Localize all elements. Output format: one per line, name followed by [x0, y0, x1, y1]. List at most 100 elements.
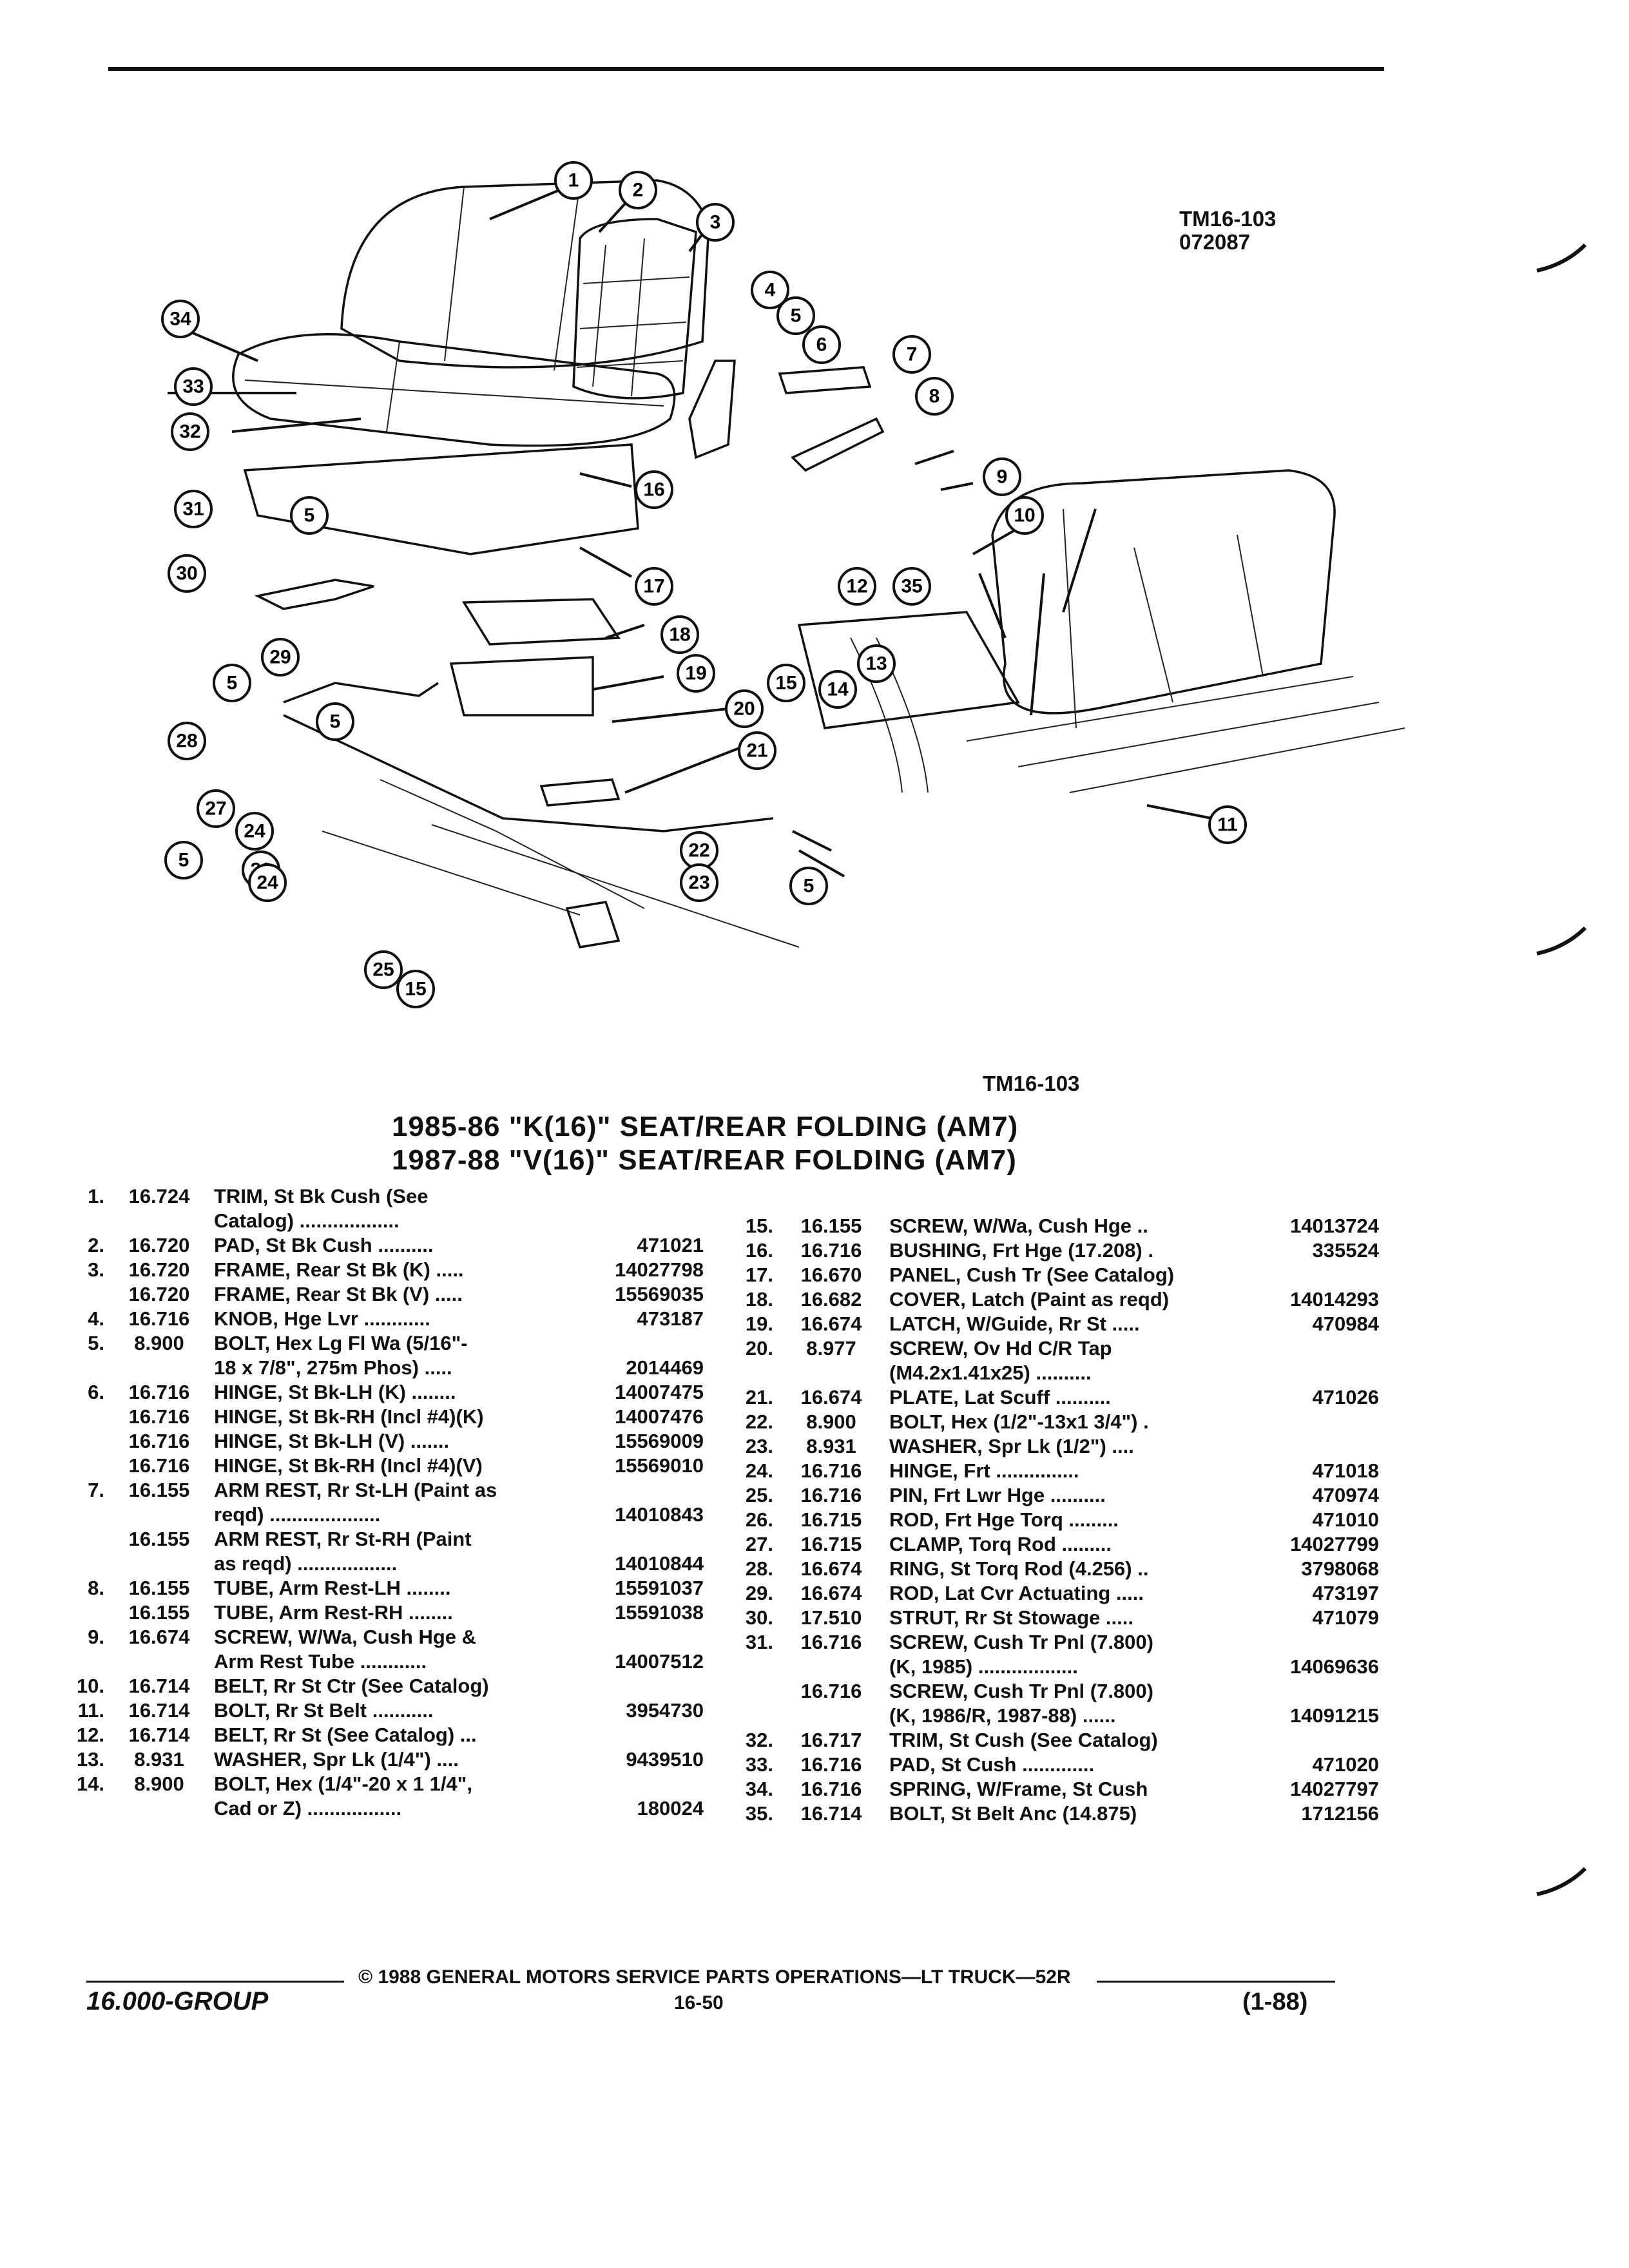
callout-5: 5 — [789, 867, 828, 905]
parts-row: reqd) ....................14010843 — [53, 1503, 704, 1527]
group-number: 16.716 — [800, 1459, 862, 1482]
callout-label: 5 — [304, 505, 315, 526]
item-number: 3. — [88, 1258, 104, 1281]
arm-rest-tube — [790, 417, 885, 472]
item-number — [53, 1503, 111, 1527]
callout-12: 12 — [838, 567, 876, 606]
part-number: 3954730 — [626, 1699, 704, 1722]
group-number — [111, 1796, 207, 1821]
part-description: ARM REST, Rr St-LH (Paint as — [214, 1479, 497, 1501]
item-number — [53, 1796, 111, 1821]
callout-27: 27 — [197, 789, 235, 828]
item-number: 32. — [745, 1729, 773, 1751]
callout-15: 15 — [767, 664, 805, 702]
part-number: 335524 — [1312, 1239, 1379, 1262]
callout-2: 2 — [619, 171, 657, 209]
part-number: 14007475 — [615, 1381, 704, 1403]
callout-25: 25 — [364, 950, 403, 989]
arm-rest — [778, 366, 872, 394]
item-number: 14. — [76, 1773, 104, 1795]
part-number: 14010844 — [615, 1552, 704, 1575]
callout-28: 28 — [168, 722, 206, 760]
part-description: BUSHING, Frt Hge (17.208) . — [889, 1239, 1153, 1262]
item-number: 21. — [745, 1386, 773, 1408]
part-number: 14027799 — [1290, 1533, 1379, 1555]
item-number: 33. — [745, 1753, 773, 1776]
group-number: 16.716 — [128, 1430, 190, 1452]
callout-label: 24 — [244, 821, 265, 842]
part-description: HINGE, St Bk-LH (V) ....... — [214, 1430, 450, 1452]
item-number — [53, 1527, 111, 1552]
callout-11: 11 — [1208, 805, 1247, 844]
callout-21: 21 — [738, 731, 776, 770]
callout-label: 10 — [1014, 505, 1035, 526]
scuff-plate — [539, 778, 621, 807]
callout-24: 24 — [235, 812, 274, 850]
group-number: 16.716 — [800, 1680, 862, 1702]
callout-22: 22 — [680, 831, 718, 870]
cushion-trim-panel — [243, 443, 639, 555]
part-description: HINGE, St Bk-RH (Incl #4)(V) — [214, 1454, 483, 1477]
footer-page-number: 16-50 — [674, 1992, 724, 2013]
part-number: 471021 — [637, 1234, 704, 1256]
callout-label: 12 — [846, 576, 867, 597]
part-number — [1257, 1263, 1379, 1287]
callout-label: 5 — [804, 876, 815, 897]
part-description: ROD, Lat Cvr Actuating ..... — [889, 1582, 1144, 1604]
group-number: 8.900 — [134, 1332, 184, 1354]
parts-row: Catalog) .................. — [53, 1209, 704, 1233]
part-description: ARM REST, Rr St-RH (Paint — [214, 1528, 472, 1550]
part-description: SCREW, W/Wa, Cush Hge .. — [889, 1215, 1148, 1237]
group-number: 16.717 — [800, 1729, 862, 1751]
part-description: FRAME, Rear St Bk (V) ..... — [214, 1283, 463, 1305]
part-description: PLATE, Lat Scuff .......... — [889, 1386, 1111, 1408]
group-number: 16.724 — [128, 1185, 190, 1207]
part-number — [1257, 1336, 1379, 1361]
actuating-rod — [283, 682, 439, 704]
part-description: BOLT, St Belt Anc (14.875) — [889, 1802, 1137, 1825]
callout-label: 15 — [775, 673, 796, 694]
part-description: LATCH, W/Guide, Rr St ..... — [889, 1312, 1140, 1335]
part-number: 473197 — [1312, 1582, 1379, 1604]
group-number: 16.714 — [128, 1724, 190, 1746]
part-number: 15569010 — [615, 1454, 704, 1477]
callout-label: 5 — [791, 305, 802, 327]
callout-label: 11 — [1217, 814, 1238, 836]
group-number: 16.155 — [128, 1577, 190, 1599]
group-number: 16.716 — [128, 1454, 190, 1477]
callout-label: 23 — [688, 872, 709, 894]
item-number: 19. — [745, 1312, 773, 1335]
item-number: 34. — [745, 1778, 773, 1800]
callout-20: 20 — [725, 689, 764, 728]
callout-label: 6 — [816, 334, 827, 356]
parts-row: as reqd) ..................14010844 — [53, 1552, 704, 1576]
callout-label: 17 — [643, 576, 664, 597]
group-number — [780, 1361, 883, 1385]
group-number: 16.716 — [800, 1239, 862, 1262]
group-number — [111, 1552, 207, 1576]
callout-label: 22 — [688, 840, 709, 861]
callout-35: 35 — [892, 567, 931, 606]
latch — [449, 656, 594, 716]
callout-14: 14 — [818, 670, 857, 709]
group-number: 16.714 — [128, 1675, 190, 1697]
group-number: 8.931 — [134, 1748, 184, 1771]
part-number: 3798068 — [1301, 1557, 1379, 1580]
part-description: KNOB, Hge Lvr ............ — [214, 1307, 430, 1330]
part-description: Cad or Z) ................. — [214, 1797, 402, 1820]
group-number: 16.155 — [128, 1528, 190, 1550]
callout-label: 21 — [746, 740, 767, 762]
item-number: 16. — [745, 1239, 773, 1262]
callout-label: 25 — [372, 959, 394, 981]
